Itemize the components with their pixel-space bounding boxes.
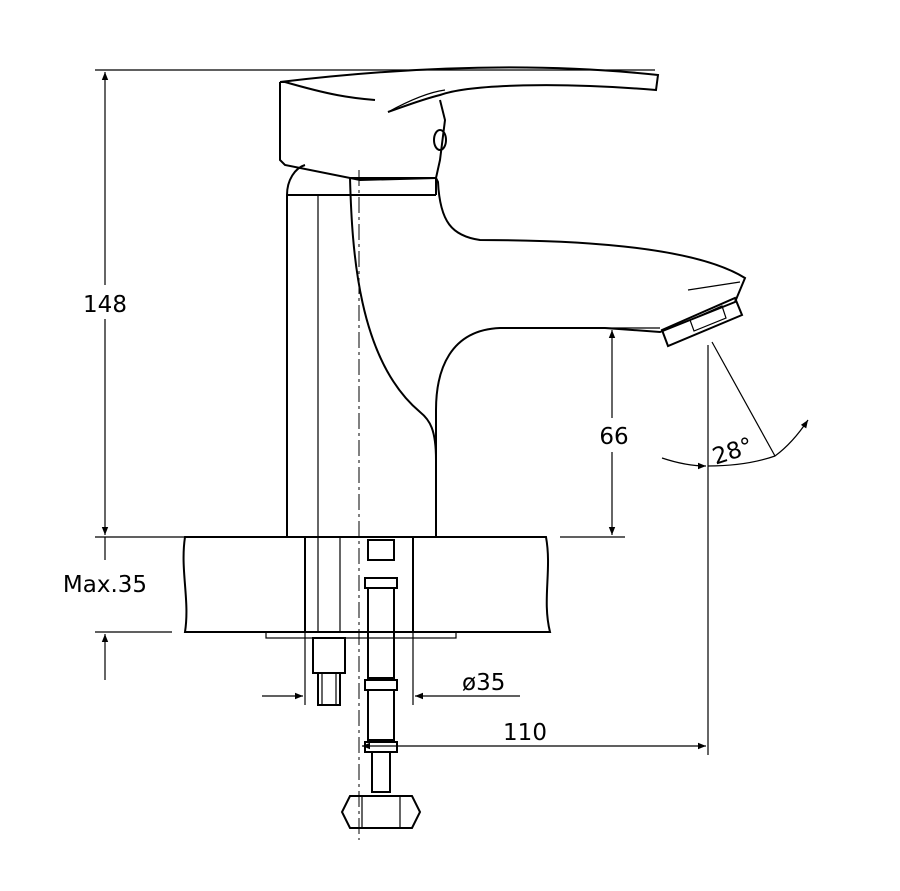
dim-label-28-deg: 28°: [709, 433, 756, 470]
dim-label-110: 110: [503, 720, 547, 746]
dim-label-diameter-35: ø35: [462, 670, 505, 696]
dim-label-max-35: Max.35: [63, 572, 147, 598]
dim-angle: 28°: [661, 341, 809, 755]
faucet-column: [286, 164, 306, 537]
aerator: [660, 296, 744, 348]
dim-spout-clearance: 66: [560, 327, 660, 538]
flexible-hose: [340, 539, 422, 829]
faucet-body: [286, 164, 747, 537]
hose-nut: [340, 795, 422, 829]
countertop-right-block: [412, 536, 552, 633]
dim-total-height: 148: [75, 69, 655, 538]
dim-label-66: 66: [599, 424, 628, 450]
dim-max-thickness: Max.35: [63, 537, 172, 680]
dim-spout-reach: 110: [362, 720, 706, 750]
dim-label-148: 148: [83, 292, 127, 318]
lever-handle: [279, 66, 660, 182]
mounting-plate: [265, 631, 457, 639]
dim-hole-diameter: ø35: [262, 632, 520, 705]
countertop-left-block: [182, 536, 306, 633]
mounting-stud: [312, 536, 346, 706]
faucet-spout: [348, 177, 747, 537]
